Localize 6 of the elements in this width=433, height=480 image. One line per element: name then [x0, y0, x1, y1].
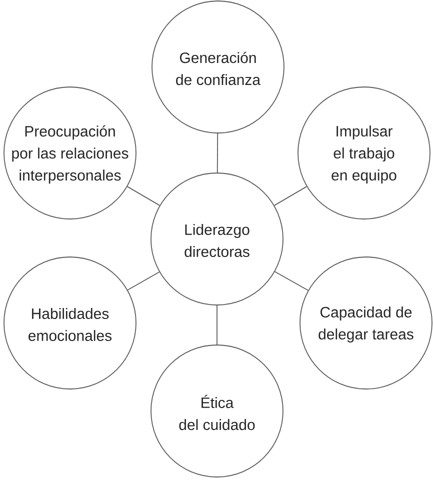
- connector-line: [274, 186, 308, 206]
- connector-line: [274, 271, 309, 291]
- connector-line: [216, 133, 218, 173]
- connector-line: [216, 305, 218, 345]
- connector-line: [127, 272, 160, 290]
- connector-line: [126, 186, 160, 206]
